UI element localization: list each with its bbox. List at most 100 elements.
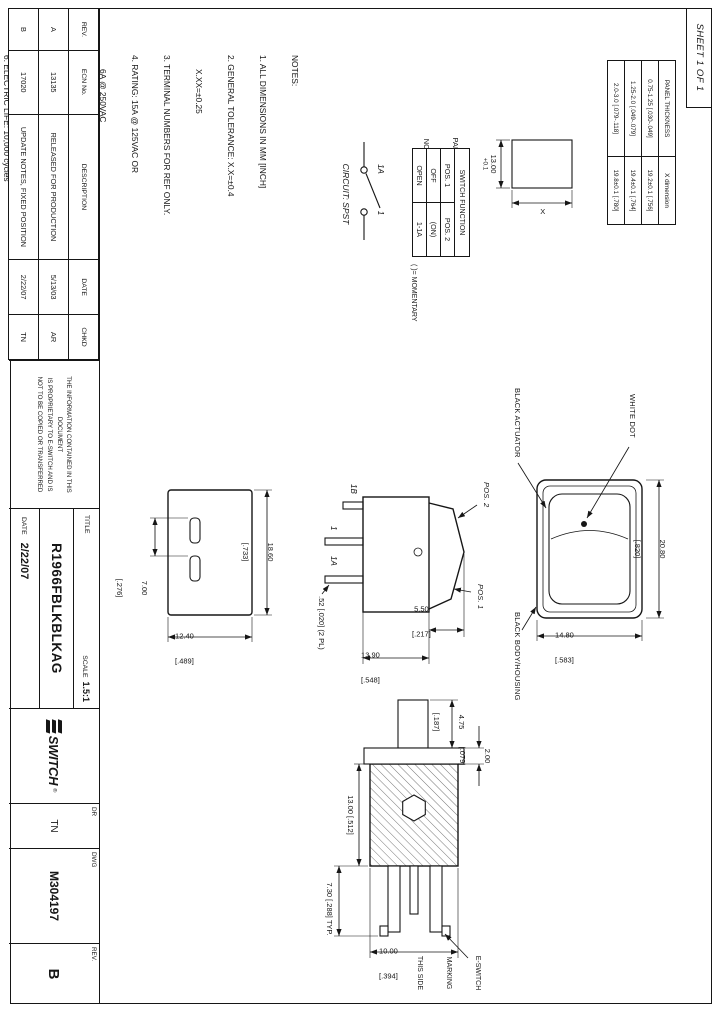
date-value: 2/22/07 [18, 542, 30, 580]
revision-table: REV. ECN No. DESCRIPTION DATE CHKD A 131… [8, 8, 99, 360]
dimension-inch: [.583] [555, 655, 574, 665]
dimension-mm: 18.60 [266, 542, 276, 562]
body-depth-dimension: 13.00 [.512] [346, 795, 355, 835]
note-line: 4. RATING: 15A @ 125VAC OR [130, 55, 141, 174]
dwg-label: DWG [90, 852, 97, 868]
rev-header: REV. [68, 8, 99, 51]
front-height-dimension: 14.80 [.583] [542, 614, 586, 681]
black-body-housing-label: BLACK BODY/HOUSING [513, 612, 522, 701]
proprietary-line: IS PROPRIETARY TO E-SWITCH AND IS [46, 377, 53, 492]
table-cell: OFF [426, 148, 441, 203]
dimension-mm: 7.00 [140, 580, 150, 596]
rev-cell: 17020 [8, 50, 39, 115]
footprint-depth-dimension: 12.40 [.489] [162, 615, 206, 682]
momentary-note: ( )= MOMENTARY [410, 264, 417, 322]
circuit-schematic [360, 142, 381, 240]
dimension-mm: 13.90 [361, 650, 380, 660]
title-block: REV. ECN No. DESCRIPTION DATE CHKD A 131… [8, 8, 100, 1004]
front-width-dimension: 20.80 [.820] [616, 509, 683, 589]
note-line: NOTES: [290, 55, 301, 87]
rev-cell: 2/22/07 [8, 259, 39, 315]
switch-function-title: SWITCH FUNCTION [454, 148, 470, 257]
white-dot-mark [581, 521, 587, 527]
dwg-value: M304197 [47, 870, 61, 922]
top-view [150, 489, 272, 642]
eswitch-logo: SWITCH ® [9, 708, 99, 803]
dimension-mm: 5.50 [414, 604, 429, 614]
title-label: TITLE [83, 515, 90, 534]
part-number: R1966FBLKBLKAG [39, 509, 73, 708]
dimension-tolerance: +0.1 [481, 157, 489, 171]
title-cell: TITLE SCALE 1.5:1 R1966FBLKBLKAG DATE 2/2… [9, 508, 99, 708]
note-line: X.XX=±0.25 [194, 55, 205, 114]
rev-label: REV. [90, 947, 97, 962]
table-cell: OPEN [412, 148, 427, 203]
date-row: DATE 2/22/07 [9, 509, 39, 708]
date-label: DATE [20, 517, 28, 535]
slot-spacing-dimension: 7.00 [.276] [98, 566, 165, 610]
dimension-inch: [.217] [412, 629, 431, 639]
table-cell: POS. 1 [440, 148, 455, 203]
rev-cell: UPDATE NOTES, FIXED POSITION [8, 114, 39, 260]
marking-line: E-SWITCH [474, 955, 482, 991]
circuit-terminal-1a: 1A [376, 164, 385, 174]
terminal-1b-label: 1B [349, 484, 358, 494]
marking-line: THIS SIDE [415, 955, 423, 991]
body-height-dimension: 13.90 [.548] [348, 634, 392, 701]
dimension-inch: [.276] [115, 578, 125, 598]
rev-header: CHKD [68, 314, 99, 360]
white-dot-label: WHITE DOT [628, 394, 637, 438]
cutout-width-dimension: 13.00+0.1 [478, 124, 498, 204]
cutout-height-dimension: X [540, 206, 546, 216]
end-view [334, 699, 484, 959]
drawn-by-cell: DR TN [9, 803, 99, 848]
terminal-1-label: 1 [329, 526, 338, 531]
rev-header: DESCRIPTION [68, 114, 99, 260]
pos1-label: POS. 1 [476, 584, 485, 610]
note-line: 1. ALL DIMENSIONS IN MM [INCH] [258, 55, 269, 189]
stem-length-dimension: 4.75 [.187] [415, 698, 482, 746]
terminal-1a-label: 1A [329, 556, 338, 566]
circuit-terminal-1: 1 [376, 210, 385, 216]
table-cell: (ON) [426, 202, 441, 257]
rocker-height-dimension: 5.50 [.217] [399, 588, 443, 655]
registered-mark-icon: ® [51, 788, 57, 793]
dimension-mm: 2.00 [483, 748, 493, 764]
rev-cell: B [8, 8, 39, 51]
dimension-mm: 20.80 [658, 539, 668, 559]
rev-cell: RELEASED FOR PRODUCTION [38, 114, 69, 260]
pos2-label: POS. 2 [482, 482, 491, 508]
bracket-dimension: 7.30 [.288] TYP. [325, 882, 334, 936]
dr-value: TN [48, 819, 60, 833]
circuit-label: CIRCUIT: SPST [341, 163, 351, 225]
dimension-value: 13.00 [489, 154, 498, 174]
footprint-width-dimension: 18.60 [.733] [224, 512, 291, 592]
scale-label: SCALE [81, 655, 89, 678]
scale-value: 1.5:1 [81, 681, 92, 702]
logo-e-icon [46, 719, 62, 734]
proprietary-note: THE INFORMATION CONTAINED IN THIS DOCUME… [9, 360, 99, 508]
dimension-inch: [.489] [175, 656, 194, 666]
dr-label: DR [90, 807, 97, 817]
scale-group: SCALE 1.5:1 [82, 655, 92, 702]
dimension-mm: 4.75 [457, 714, 467, 730]
rev-cell: TN [8, 314, 39, 360]
proprietary-line: NOT TO BE COPIED OR TRANSFERRED [36, 376, 44, 493]
rev-header: DATE [68, 259, 99, 315]
terminal-thickness-dimension: .52 [.020] (2 PL) [317, 596, 326, 650]
dimension-mm: 12.40 [175, 631, 194, 641]
dimension-inch: [.733] [241, 542, 251, 562]
rev-value: B [45, 968, 63, 980]
hex-hole [402, 794, 426, 822]
table-cell: 1-1A [412, 202, 427, 257]
rev-cell: 13135 [38, 50, 69, 115]
marking-callout: E-SWITCH MARKING THIS SIDE [394, 944, 502, 1002]
rev-cell: A [38, 8, 69, 51]
logo-text: SWITCH [46, 735, 62, 786]
side-view [321, 496, 478, 664]
dimension-mm: 14.80 [555, 630, 574, 640]
note-line: 2. GENERAL TOLERANCE: X.X=±0.4 [226, 55, 237, 197]
dimension-inch: [.187] [432, 712, 442, 732]
